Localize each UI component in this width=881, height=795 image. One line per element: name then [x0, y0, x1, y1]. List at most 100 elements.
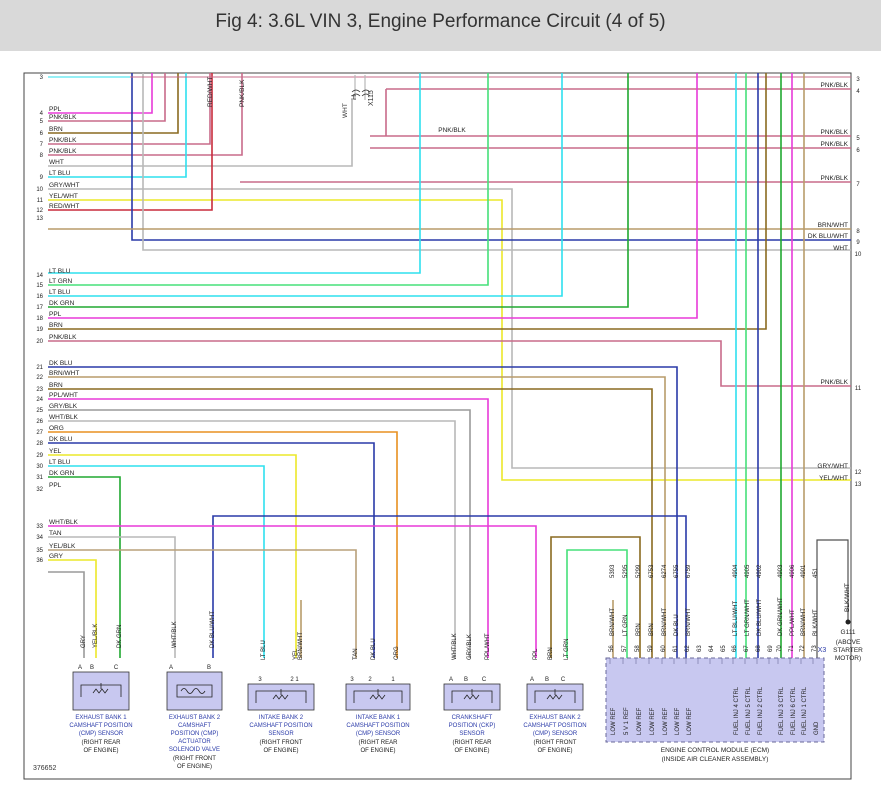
sensor-resistor-icon	[353, 689, 403, 703]
wire-dkgrn-17	[48, 73, 629, 308]
left-row-num: 8	[40, 153, 44, 159]
wire-wht-a	[48, 100, 353, 167]
left-row-num: 29	[36, 453, 43, 459]
component-wire-label: PPL/WHT	[485, 633, 491, 660]
splice-wire: WHT	[342, 103, 349, 118]
left-row-num: 5	[40, 119, 44, 125]
left-row-label: DK GRN	[49, 470, 75, 477]
ecm-pin-number: 65	[721, 645, 727, 652]
left-row-num: 36	[36, 558, 43, 564]
left-row-label: PPL	[49, 106, 62, 113]
component-pin: A	[530, 677, 534, 683]
wire-ltblu-9	[48, 73, 187, 178]
component-wire-label: DK GRN	[117, 625, 123, 648]
ecm-pin-func: GND	[814, 721, 820, 735]
component-location-line: OF ENGINE)	[360, 748, 395, 754]
left-row-label: WHT/BLK	[49, 414, 79, 421]
ecm-pin-circuit: 6755	[674, 564, 680, 578]
wire-pnk-r5	[370, 89, 851, 137]
left-row-num: 34	[36, 535, 43, 541]
left-row-label: BRN	[49, 126, 63, 133]
ecm-pin-number: 59	[648, 645, 654, 652]
left-row-num: 9	[40, 175, 44, 181]
right-row-num: 9	[856, 240, 860, 246]
wire-ppl-32	[48, 525, 537, 658]
component-pin: B	[207, 665, 211, 671]
ecm-pin-number: 68	[756, 645, 762, 652]
ground-dot	[845, 619, 851, 625]
right-row-label: PNK/BLK	[821, 379, 849, 386]
left-row-label: PNK/BLK	[49, 114, 77, 121]
component-location-line: OF ENGINE)	[537, 748, 572, 754]
component-location-line: OF ENGINE)	[83, 748, 118, 754]
component-wire-label: WHT/BLK	[172, 621, 178, 648]
right-row-num: 4	[856, 89, 860, 95]
splice-name: X115	[368, 90, 375, 106]
component-title-line: SENSOR	[268, 731, 294, 737]
wire-pnkblk-8	[48, 73, 243, 156]
component-pin: B	[545, 677, 549, 683]
left-row-num: 33	[36, 524, 43, 530]
ecm-pin-func: 5 V 1 REF	[624, 707, 630, 735]
left-row-num: 11	[37, 198, 44, 204]
ground-wire-label: BLK/WHT	[844, 583, 851, 612]
right-row-num: 13	[855, 482, 862, 488]
right-row-label: YEL/WHT	[819, 475, 848, 482]
left-row-num: 21	[36, 365, 43, 371]
component-wire-label: LT BLU	[261, 640, 267, 660]
wire-ltgrn-cmp	[566, 549, 628, 658]
right-row-num: 6	[856, 148, 860, 154]
component-pin: 1	[391, 677, 395, 683]
ecm-pin-wire: BLK/WHT	[813, 609, 819, 636]
left-row-num: 32	[36, 487, 43, 493]
ecm-pin-circuit: 5295	[623, 564, 629, 578]
ecm-pin-circuit: 6753	[649, 564, 655, 578]
wire-brn-6	[48, 73, 179, 134]
component-pin: 2	[368, 677, 372, 683]
left-row-num: 24	[36, 397, 43, 403]
component-wire-label: PPL	[533, 648, 539, 660]
left-row-num: 28	[36, 441, 43, 447]
ecm-pin-wire: DK BLU	[674, 614, 680, 636]
component-location-line: OF ENGINE)	[263, 748, 298, 754]
component-location-line: OF ENGINE)	[177, 764, 212, 770]
wire-ltblu-30	[48, 465, 265, 658]
ecm-pin-number: 61	[673, 645, 679, 652]
component-location-line: OF ENGINE)	[454, 748, 489, 754]
solenoid-coil-icon	[176, 684, 213, 698]
ecm-pin-circuit: 451	[813, 567, 819, 578]
left-row-label: DK BLU	[49, 360, 73, 367]
diagram-title: Fig 4: 3.6L VIN 3, Engine Performance Ci…	[215, 11, 666, 32]
wire-blkw-73	[816, 539, 849, 658]
component-title-line: SENSOR	[459, 731, 485, 737]
ground-location-3: MOTOR)	[835, 655, 861, 662]
right-row-label: PNK/BLK	[821, 175, 849, 182]
ecm-pin-wire: BRN/WHT	[610, 608, 616, 636]
component-title-line: CAMSHAFT POSITION	[523, 723, 586, 729]
left-row-label: PNK/BLK	[49, 148, 77, 155]
splice-symbol	[351, 89, 371, 97]
left-row-label: GRY/BLK	[49, 403, 78, 410]
left-row-label: DK BLU	[49, 436, 73, 443]
wire-tan-34	[48, 549, 357, 658]
wire-ltblu-14	[48, 73, 421, 274]
ground-location-1: (ABOVE	[836, 639, 861, 646]
mid-label: PNK/BLK	[438, 127, 466, 134]
left-row-num: 12	[36, 208, 43, 214]
component-wire-label: TAN	[353, 648, 359, 660]
ecm-box	[605, 657, 825, 743]
left-row-label: LT GRN	[49, 278, 73, 285]
ecm-pin-circuit: 4905	[745, 564, 751, 578]
ecm-pin-wire: LT GRN	[623, 615, 629, 636]
left-row-num: 16	[36, 294, 43, 300]
ecm-pin-wire: BRN/WHT	[662, 608, 668, 636]
ecm-connector: X3	[818, 647, 827, 654]
left-row-label: GRY/WHT	[49, 182, 80, 189]
wire-ltblu-16	[48, 73, 563, 297]
left-row-label: BRN	[49, 382, 63, 389]
ecm-pin-number: 66	[732, 645, 738, 652]
ecm-pin-circuit: 4903	[778, 564, 784, 578]
